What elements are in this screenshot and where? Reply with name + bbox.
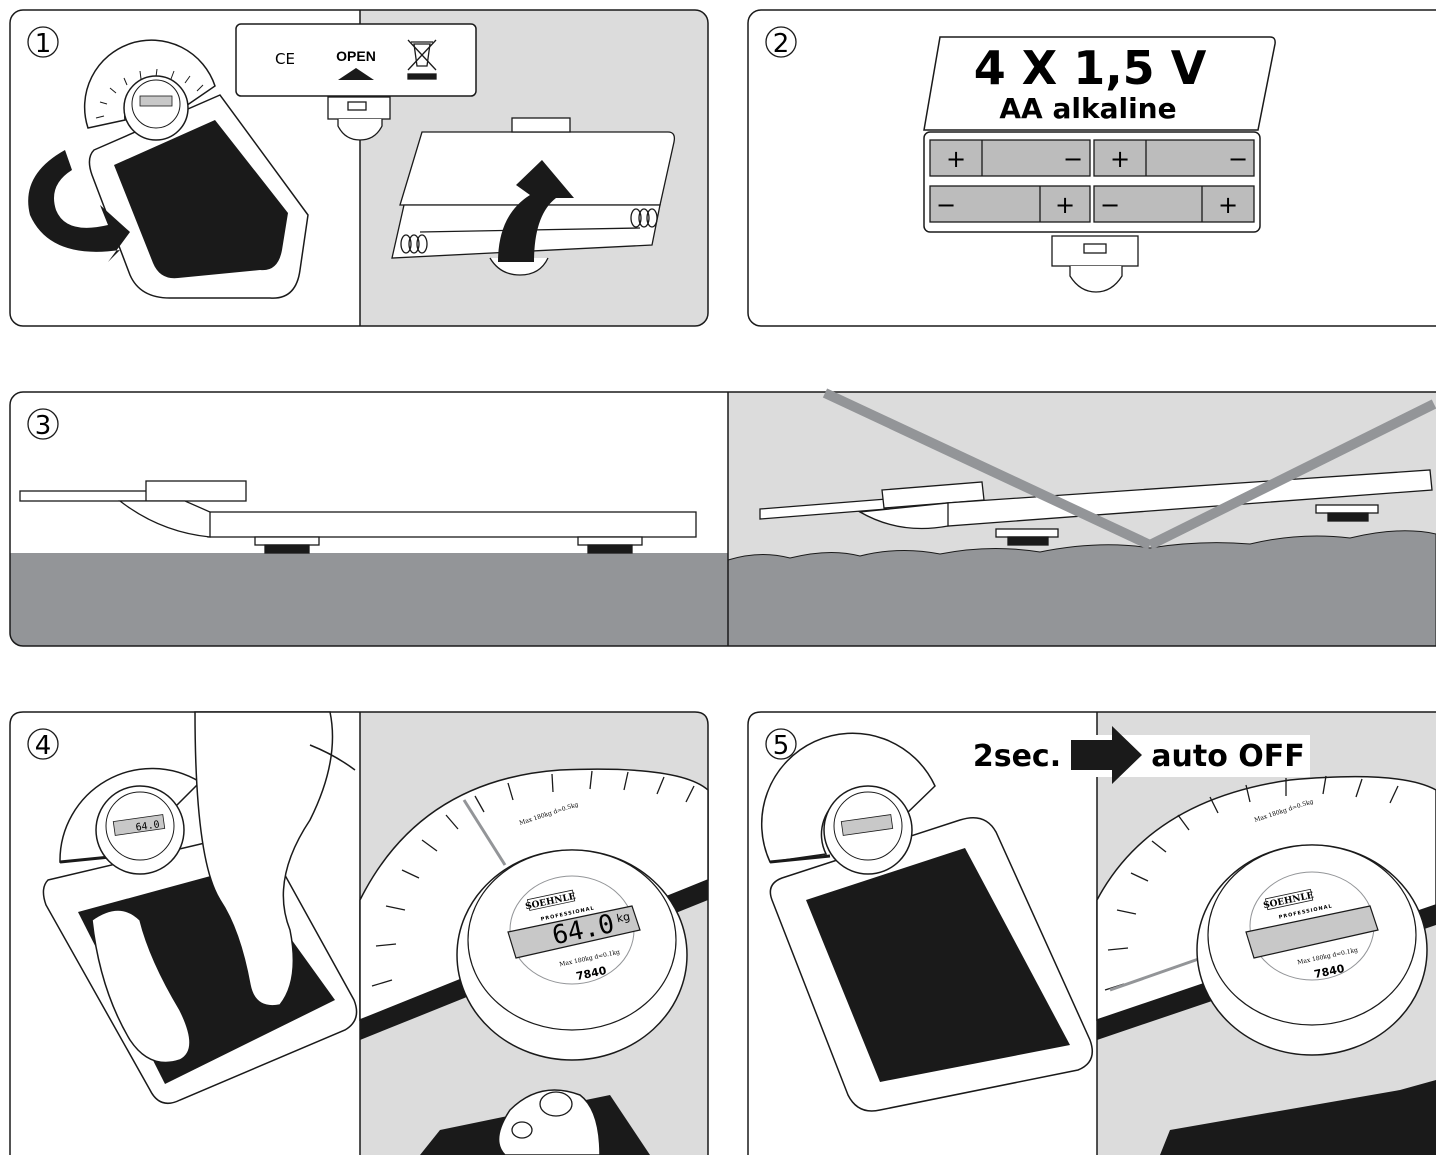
scale-top-view [762, 733, 1093, 1111]
timer-result: auto OFF [1151, 739, 1305, 774]
step-3-number: 3 [35, 411, 52, 441]
step-1-panel: 1 CE OPEN [10, 10, 708, 326]
minus-sign: − [1063, 145, 1083, 173]
minus-sign: − [1100, 191, 1120, 219]
battery-voltage-label: 4 X 1,5 V [974, 41, 1207, 95]
step-3-panel: 3 [10, 392, 1436, 646]
step-2-number: 2 [773, 29, 790, 59]
battery-type-label: AA alkaline [999, 92, 1176, 125]
step-5-panel: 5 2sec. auto OFF [748, 712, 1436, 1155]
minus-sign: − [1228, 145, 1248, 173]
timer-duration: 2sec. [973, 739, 1061, 774]
ce-mark: CE [275, 50, 295, 68]
step-2-panel: 2 4 X 1,5 V AA alkaline + − + − − + − + [748, 10, 1436, 326]
unit-label: kg [615, 910, 631, 925]
plus-sign: + [1055, 191, 1075, 219]
open-label: OPEN [336, 48, 376, 64]
minus-sign: − [936, 191, 956, 219]
scale-side-view-level [20, 481, 696, 553]
step-4-number: 4 [35, 731, 52, 761]
step-5-number: 5 [773, 731, 790, 761]
plus-sign: + [1110, 145, 1130, 173]
step-1-number: 1 [35, 29, 52, 59]
step-4-panel: 4 64.0 [10, 712, 708, 1155]
latch [1052, 236, 1138, 292]
plus-sign: + [946, 145, 966, 173]
plus-sign: + [1218, 191, 1238, 219]
